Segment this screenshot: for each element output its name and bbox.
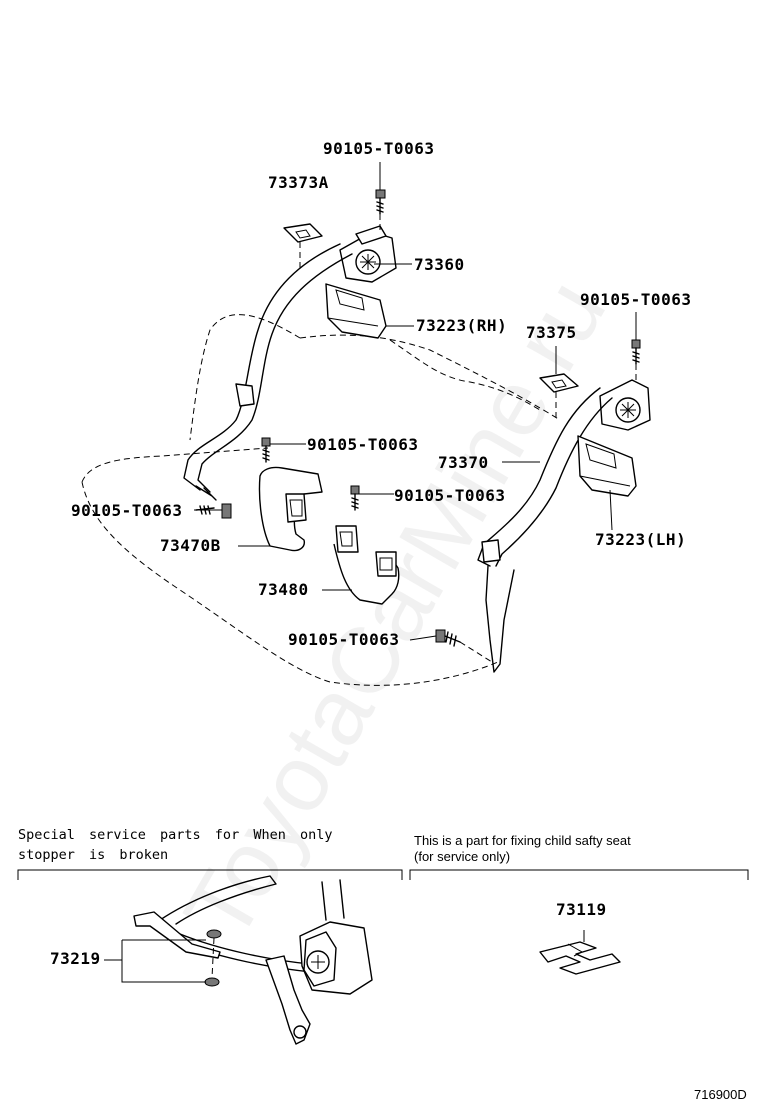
label-73119: 73119 [556, 900, 607, 919]
seat-fold-line [389, 339, 541, 411]
label-bolt-center: 90105-T0063 [394, 486, 506, 505]
bolt-icon-left [195, 503, 232, 519]
label-73480: 73480 [258, 580, 309, 599]
label-73470b: 73470B [160, 536, 221, 555]
cover-73373a [283, 223, 323, 243]
label-bolt-top: 90105-T0063 [323, 139, 435, 158]
label-73219: 73219 [50, 949, 101, 968]
label-bolt-bottom: 90105-T0063 [288, 630, 400, 649]
bracket-73119 [539, 930, 621, 975]
belt-webbing-rh [183, 243, 353, 493]
bolt-icon-top [375, 189, 386, 215]
note-child-seat-line1: This is a part for fixing child safty se… [414, 833, 631, 848]
label-73223-rh: 73223(RH) [416, 316, 508, 335]
cover-73223-lh [577, 435, 637, 497]
belt-webbing-lh [477, 387, 613, 567]
bolt-icon-center [350, 485, 360, 511]
leader-lines [194, 162, 637, 641]
cover-73375 [539, 373, 579, 393]
retractor-lh [599, 379, 651, 431]
cover-73223-rh [325, 283, 387, 339]
buckle-73470b [258, 466, 323, 552]
label-73375: 73375 [526, 323, 577, 342]
belt-lower-lh [485, 565, 515, 673]
diagram-code: 716900D [694, 1087, 747, 1102]
label-bolt-right: 90105-T0063 [580, 290, 692, 309]
note-child-seat-line2: (for service only) [414, 849, 511, 864]
label-73360: 73360 [414, 255, 465, 274]
inset-dividers [17, 869, 749, 880]
bolt-icon-right [631, 339, 641, 365]
label-bolt-mid: 90105-T0063 [307, 435, 419, 454]
bolt-icon-mid [261, 437, 271, 463]
retractor-rh [339, 225, 397, 283]
bolt-icon-bottom [435, 629, 461, 647]
label-73223-lh: 73223(LH) [595, 530, 687, 549]
note-special-service-line1: Special service parts for When only [18, 827, 333, 843]
seat-outline [81, 314, 561, 686]
label-bolt-left: 90105-T0063 [71, 501, 183, 520]
stopper-drawing [104, 875, 373, 1045]
label-73373a: 73373A [268, 173, 329, 192]
note-special-service-line2: stopper is broken [18, 847, 169, 863]
buckle-73480 [333, 525, 400, 605]
label-73370: 73370 [438, 453, 489, 472]
